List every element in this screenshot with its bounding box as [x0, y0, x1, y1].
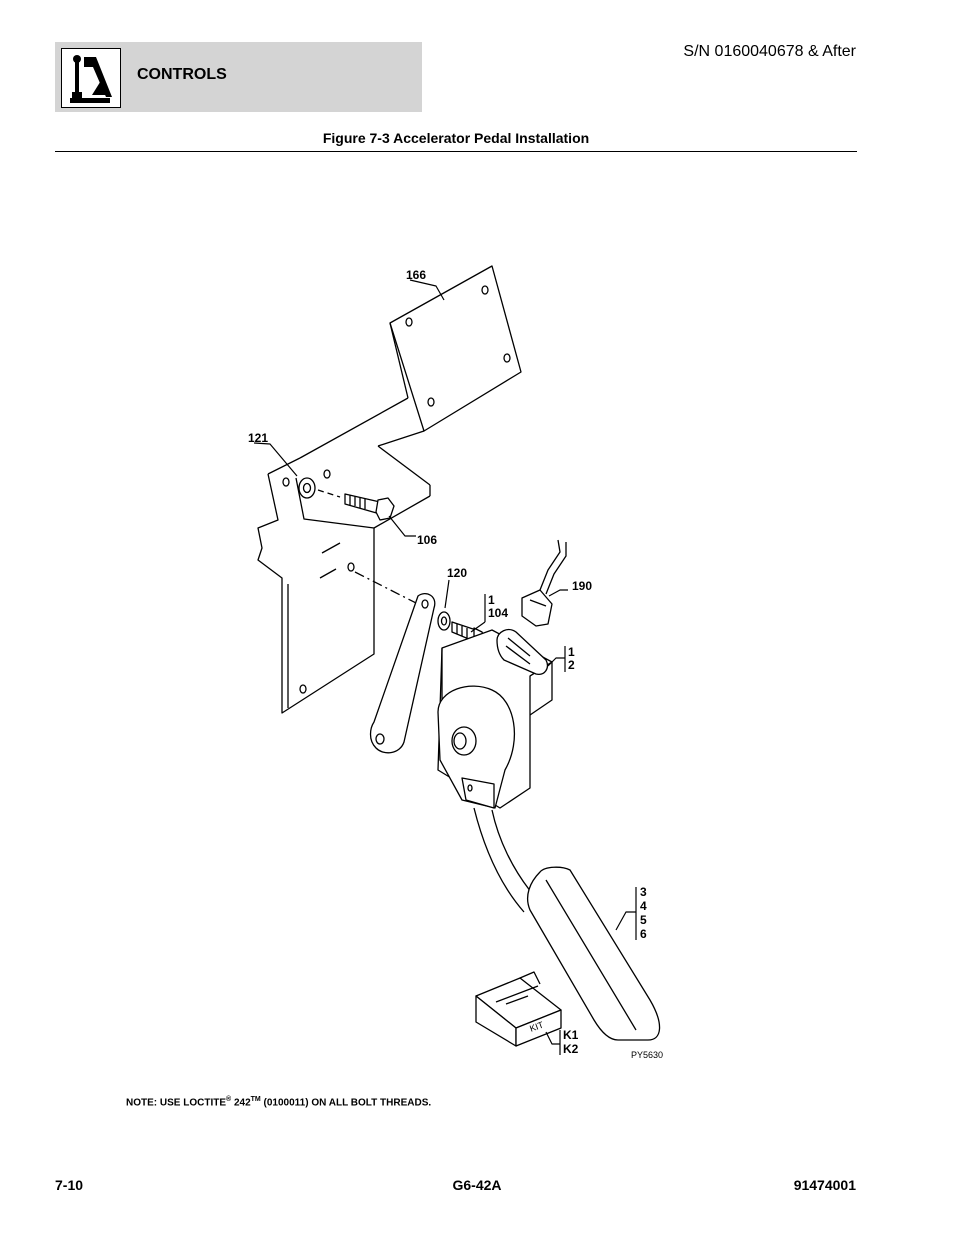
- kit-box: [475, 971, 562, 1047]
- section-title: CONTROLS: [137, 66, 227, 83]
- serial-number-range: S/N 0160040678 & After: [683, 43, 856, 60]
- washer-121: [298, 477, 316, 499]
- header-divider: [55, 151, 857, 152]
- callout-2: 2: [568, 658, 575, 672]
- callout-6: 6: [640, 927, 647, 941]
- callout-5: 5: [640, 913, 647, 927]
- page-number: 7-10: [55, 1177, 84, 1193]
- mounting-plate: [257, 445, 431, 714]
- callout-k1: K1: [563, 1028, 579, 1042]
- model-number: G6-42A: [452, 1177, 502, 1193]
- callout-k2: K2: [563, 1042, 579, 1056]
- section-header: CONTROLS: [55, 42, 422, 112]
- joystick-controls-icon: [61, 48, 121, 108]
- callout-4: 4: [640, 899, 647, 913]
- drawing-id: PY5630: [631, 1050, 663, 1060]
- sensor-connector: [496, 628, 549, 675]
- kit-box-label: KIT: [528, 1019, 545, 1033]
- callout-120: 120: [447, 566, 467, 580]
- callout-166: 166: [406, 268, 426, 282]
- harness-connector-190: [521, 539, 567, 627]
- callout-3: 3: [640, 885, 647, 899]
- callout-190: 190: [572, 579, 592, 593]
- pedal-arm: [473, 807, 537, 913]
- manual-part-number: 91474001: [793, 1177, 856, 1193]
- pedal-sensor-housing: [437, 629, 553, 809]
- callout-106: 106: [417, 533, 437, 547]
- pedal-pad: [526, 866, 661, 1041]
- bolt-106: [344, 493, 395, 521]
- callout-1-upper: 1: [488, 593, 495, 607]
- mounting-bracket-166: [267, 265, 522, 479]
- washer-120: [437, 611, 451, 631]
- pivot-lever: [369, 593, 436, 754]
- loctite-note: NOTE: USE LOCTITE® 242TM (0100011) ON AL…: [126, 1096, 432, 1109]
- figure-caption: Figure 7-3 Accelerator Pedal Installatio…: [322, 130, 590, 146]
- callout-1-sensor: 1: [568, 645, 575, 659]
- callout-leaders: [253, 279, 637, 1055]
- callout-104: 104: [488, 606, 508, 620]
- callout-121: 121: [248, 431, 268, 445]
